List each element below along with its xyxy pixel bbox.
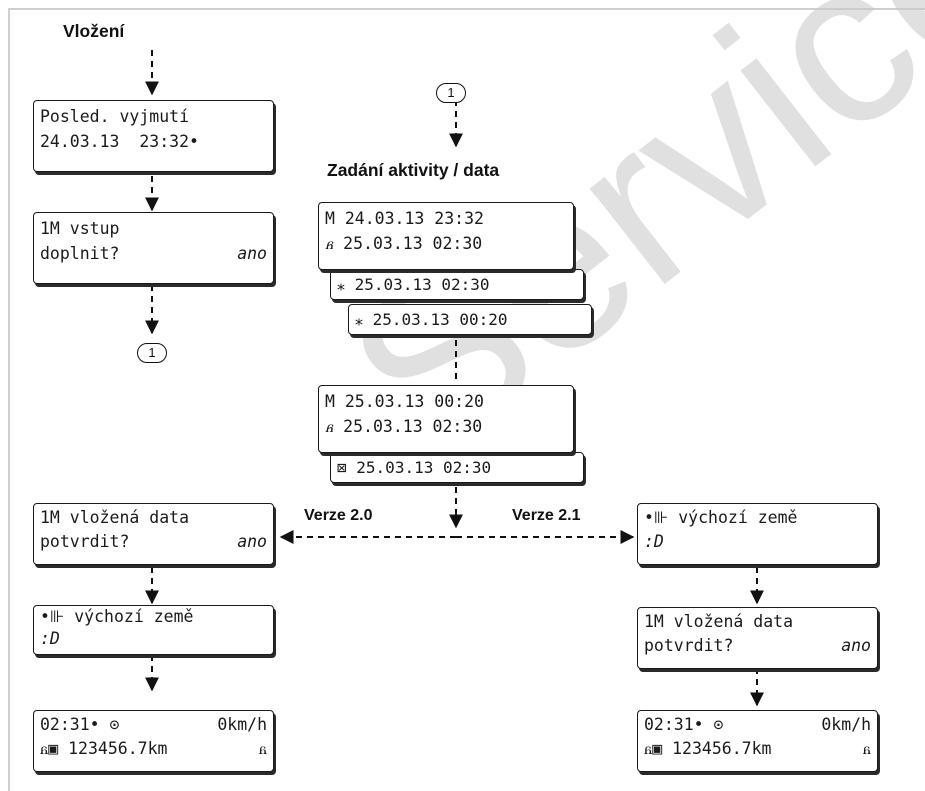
screen-text: :D xyxy=(40,629,60,648)
frame-top-border xyxy=(8,8,925,10)
connector-1-left: 1 xyxy=(137,343,167,363)
bed-icon: ᏺ xyxy=(258,739,267,758)
screen-text: potvrdit? xyxy=(40,532,130,551)
branch-label-right: Verze 2.1 xyxy=(510,507,583,525)
screen-line: Posled. vyjmutí xyxy=(40,107,190,126)
screen-line: 24.03.13 23:32• xyxy=(40,131,267,153)
speed-text: 0km/h xyxy=(217,715,267,734)
screen-text: 123456.7km xyxy=(672,739,772,758)
screen-confirm-right: 1M vložená data potvrdit? ano xyxy=(637,607,878,669)
screen-text-edit: 20 xyxy=(488,310,508,329)
unknown-activity-icon: ⊠ xyxy=(337,458,347,477)
country-icon: •⊪ xyxy=(644,508,669,527)
screen-line: ⁎ 25.03.13 00:20 xyxy=(355,309,585,331)
screen-line: •⊪ výchozí země xyxy=(644,507,871,529)
dot-icon: • xyxy=(189,132,199,151)
screen-line: ᏺ 25.03.13 02:30 xyxy=(325,416,567,438)
bed-icon: ᏺ xyxy=(862,739,871,758)
screen-text-edit: 30 xyxy=(471,458,492,477)
screen-text: výchozí země xyxy=(678,508,798,527)
screen-line: 02:31• ⊙ 0km/h xyxy=(644,714,871,736)
screen-entry-1: M 24.03.13 23:32 ᏺ 25.03.13 02:30 xyxy=(318,202,574,270)
screen-line: 1M vstup xyxy=(40,219,120,238)
heading-activity-entry: Zadání aktivity / data xyxy=(327,160,500,180)
screen-line: potvrdit? ano xyxy=(40,531,267,553)
screen-entry-3: ⁎ 25.03.13 00:20 xyxy=(348,304,592,335)
connector-1-top: 1 xyxy=(436,83,466,103)
screen-line: ᏺ▣ 123456.7km ᏺ xyxy=(644,738,871,760)
screen-text: 02:31 xyxy=(40,715,90,734)
screen-line: ⁎ 25.03.13 02:30 xyxy=(337,274,577,296)
screen-text: 25.03.13 00: xyxy=(372,310,489,329)
screen-line: 1M vložená data xyxy=(40,508,190,527)
screen-line: M 25.03.13 00:20 xyxy=(325,392,484,411)
heading-insertion: Vložení xyxy=(63,21,125,41)
answer-yes: ano xyxy=(237,244,267,263)
screen-line: :D xyxy=(40,628,267,650)
screen-line: 1M vložená data xyxy=(644,612,794,631)
screen-text: 25.03.13 02:30 xyxy=(343,234,483,253)
break-icon: ⁎ xyxy=(355,310,363,329)
screen-text: 25.03.13 02:30 xyxy=(343,417,483,436)
speed-text: 0km/h xyxy=(821,715,871,734)
screen-standard-left: 02:31• ⊙ 0km/h ᏺ▣ 123456.7km ᏺ xyxy=(33,710,274,772)
screen-line: :D xyxy=(644,531,871,553)
clock-icon: ⊙ xyxy=(109,715,120,734)
screen-line: ᏺ▣ 123456.7km ᏺ xyxy=(40,738,267,760)
screen-entry-2: ⁎ 25.03.13 02:30 xyxy=(330,269,584,300)
screen-line: ⊠ 25.03.13 02:30 xyxy=(337,457,577,479)
screen-country-left: •⊪ výchozí země :D xyxy=(33,605,274,655)
screen-text: :D xyxy=(644,532,664,551)
screen-text: doplnit? xyxy=(40,244,120,263)
driver-card-icon: ᏺ▣ xyxy=(40,739,59,758)
screen-text: výchozí země xyxy=(74,607,194,626)
screen-entry-4: M 25.03.13 00:20 ᏺ 25.03.13 02:30 xyxy=(318,385,574,453)
screen-country-right: •⊪ výchozí země :D xyxy=(637,503,878,565)
screen-text: potvrdit? xyxy=(644,636,734,655)
screen-line: potvrdit? ano xyxy=(644,635,871,657)
driver-card-icon: ᏺ▣ xyxy=(644,739,663,758)
screen-line: doplnit? ano xyxy=(40,243,267,265)
screen-entry-5: ⊠ 25.03.13 02:30 xyxy=(330,452,584,483)
screen-line: 02:31• ⊙ 0km/h xyxy=(40,714,267,736)
screen-line: M 24.03.13 23:32 xyxy=(325,209,484,228)
screen-line: •⊪ výchozí země xyxy=(40,606,267,628)
branch-label-left: Verze 2.0 xyxy=(302,507,375,525)
dot-icon: • xyxy=(89,715,100,734)
screen-text: 03.13 02:30 xyxy=(383,275,490,294)
screen-standard-right: 02:31• ⊙ 0km/h ᏺ▣ 123456.7km ᏺ xyxy=(637,710,878,772)
screen-text: 25.03.13 02: xyxy=(356,458,472,477)
screen-text: 123456.7km xyxy=(68,739,168,758)
dot-icon: • xyxy=(693,715,704,734)
screen-confirm-left: 1M vložená data potvrdit? ano xyxy=(33,503,274,565)
answer-yes: ano xyxy=(841,636,871,655)
screen-text: 02:31 xyxy=(644,715,694,734)
clock-icon: ⊙ xyxy=(713,715,724,734)
screen-text-edit: 25. xyxy=(354,275,384,294)
screen-supplement-entry: 1M vstup doplnit? ano xyxy=(33,212,274,284)
country-icon: •⊪ xyxy=(40,607,65,626)
bed-icon: ᏺ xyxy=(325,234,334,253)
answer-yes: ano xyxy=(237,532,267,551)
screen-line: ᏺ 25.03.13 02:30 xyxy=(325,233,567,255)
screen-last-removal: Posled. vyjmutí 24.03.13 23:32• xyxy=(33,100,274,172)
frame-left-border xyxy=(8,8,10,791)
bed-icon: ᏺ xyxy=(325,417,334,436)
break-icon: ⁎ xyxy=(337,275,345,294)
screen-text: 24.03.13 23:32 xyxy=(40,132,190,151)
